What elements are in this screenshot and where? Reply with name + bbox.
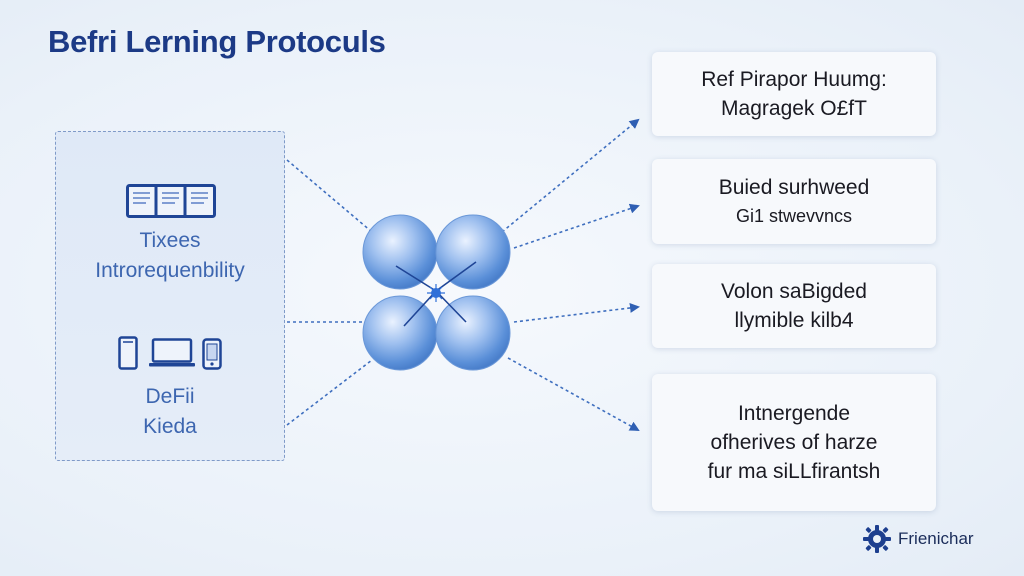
connector-out-4 — [507, 357, 640, 431]
connector-out-1 — [501, 118, 640, 233]
phone-icon — [202, 338, 222, 370]
hub-orb-top-right — [435, 214, 511, 290]
hub-orb-bottom-left — [362, 295, 438, 371]
connector-in-top — [286, 159, 373, 233]
connector-out-3 — [513, 302, 640, 323]
panel-label-1: Tixees Introrequenbility — [56, 226, 284, 286]
info-card-4: Intnergende ofherives of harze fur ma si… — [652, 374, 936, 511]
info-card-4-line-1: Intnergende — [737, 402, 851, 425]
info-card-1: Ref Pirapor Huumg: Magragek O£fT — [652, 52, 936, 136]
info-card-1-line-1: Ref Pirapor Huumg: — [701, 68, 887, 91]
info-card-2: Buied surhweed Gi1 stwevvncs — [652, 159, 936, 244]
info-card-1-line-2: Magragek O£fT — [721, 97, 867, 120]
info-card-2-line-1: Buied surhweed — [718, 175, 870, 199]
tablet-icon — [118, 336, 138, 370]
hub-orb-top-left — [362, 214, 438, 290]
panel-label-2-line-2: Kieda — [143, 415, 197, 438]
panel-label-2: DeFii Kieda — [56, 382, 284, 442]
brand-logo: Frienichar — [862, 522, 974, 556]
hub-orb-bottom-right — [435, 295, 511, 371]
connector-in-bottom — [286, 359, 373, 426]
gear-puzzle-icon — [863, 525, 891, 553]
panel-label-2-line-1: DeFii — [145, 385, 195, 408]
info-card-3: Volon saBigded llymible kilb4 — [652, 264, 936, 348]
info-card-2-line-2: Gi1 stwevvncs — [735, 205, 853, 226]
info-card-3-line-2: llymible kilb4 — [734, 309, 854, 332]
brand-name: Frienichar — [898, 529, 974, 548]
panel-label-1-line-1: Tixees — [139, 229, 201, 252]
panel-label-1-line-2: Introrequenbility — [95, 259, 245, 282]
window-panels-icon — [126, 184, 216, 218]
four-circle-hub-icon — [362, 214, 511, 371]
connector-out-2 — [513, 203, 640, 249]
left-panel: Tixees Introrequenbility DeFii Kieda — [55, 131, 285, 461]
info-card-3-line-1: Volon saBigded — [721, 280, 867, 303]
laptop-icon — [149, 338, 195, 367]
diagram-title: Befri Lerning Protoculs — [48, 24, 386, 59]
info-card-4-line-3: fur ma siLLfirantsh — [707, 460, 881, 483]
info-card-4-line-2: ofherives of harze — [710, 431, 878, 454]
